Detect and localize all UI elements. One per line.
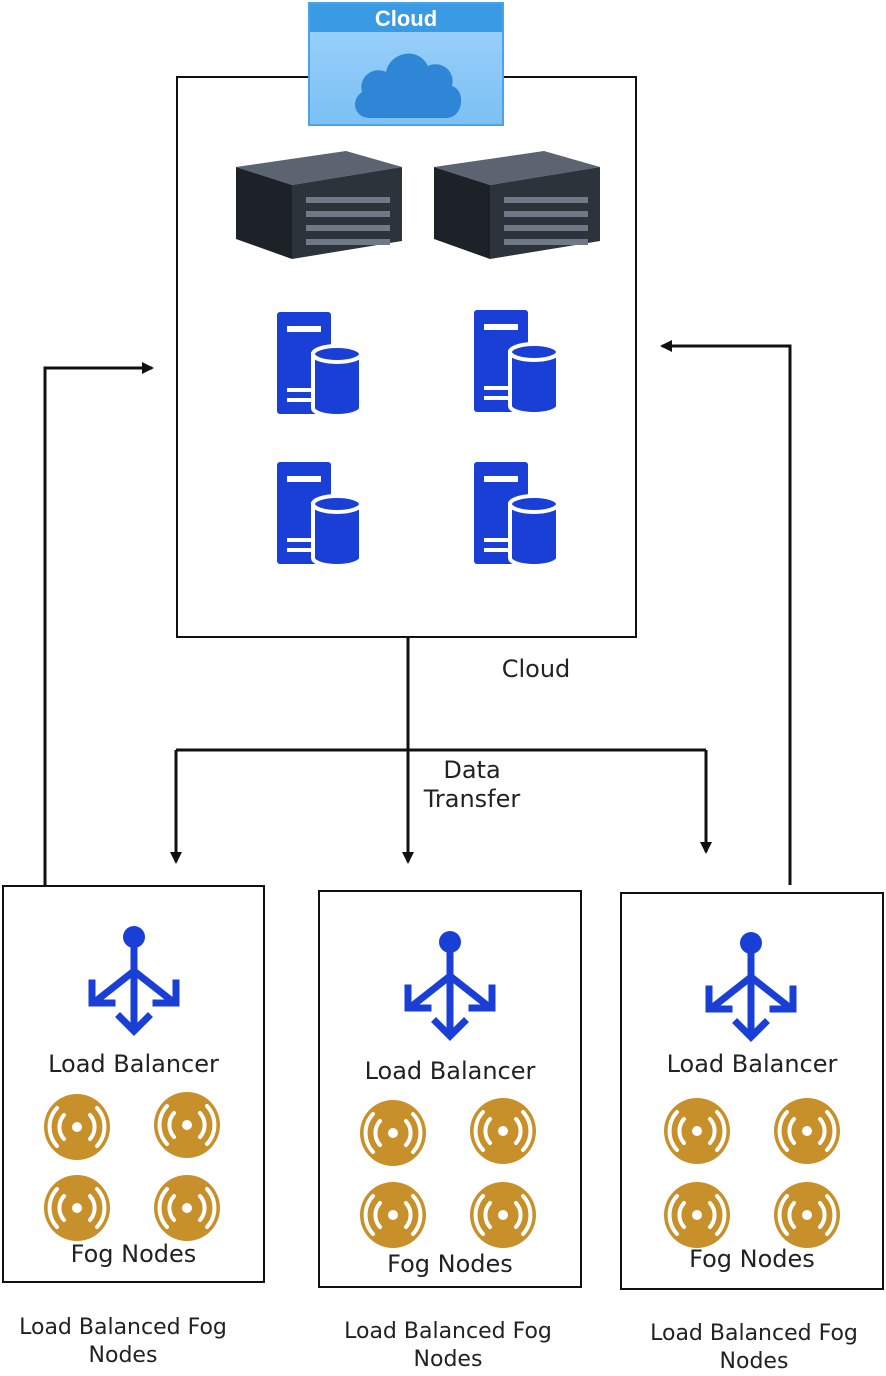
cluster-caption: Load Balanced Fog Nodes bbox=[344, 1319, 552, 1372]
fog-node-icon bbox=[360, 1182, 426, 1248]
load-balancer-icon bbox=[404, 931, 496, 1041]
cloud-badge-bar bbox=[310, 4, 502, 32]
fog-node-icon bbox=[154, 1175, 220, 1241]
cloud-label: Cloud bbox=[501, 655, 571, 683]
load-balancer-label: Load Balancer bbox=[666, 1050, 838, 1078]
fog-node-icon bbox=[664, 1098, 730, 1164]
cloud-badge-title: Cloud bbox=[374, 6, 438, 31]
rack-server-icon bbox=[434, 151, 600, 259]
load-balancer-label: Load Balancer bbox=[364, 1057, 536, 1085]
fog-node-icon bbox=[154, 1092, 220, 1158]
database-server-icon bbox=[277, 312, 363, 418]
load-balancer-icon bbox=[705, 932, 797, 1042]
cluster-caption: Load Balanced Fog Nodes bbox=[650, 1321, 858, 1374]
cloud-badge: Cloud bbox=[308, 2, 504, 126]
fog-node-icon bbox=[774, 1182, 840, 1248]
fog-node-icon bbox=[774, 1098, 840, 1164]
fog-node-icon bbox=[44, 1175, 110, 1241]
database-server-icon bbox=[474, 462, 560, 568]
rack-server-icon bbox=[236, 151, 402, 259]
database-server-icon bbox=[474, 310, 560, 416]
fog-node-icon bbox=[470, 1098, 536, 1164]
cluster-caption: Load Balanced Fog Nodes bbox=[19, 1315, 227, 1368]
fog-node-icon bbox=[360, 1100, 426, 1166]
fog-node-icon bbox=[664, 1182, 730, 1248]
data-transfer-label: Data Transfer bbox=[423, 756, 521, 813]
fog-nodes-label: Fog Nodes bbox=[70, 1240, 197, 1268]
fog-node-icon bbox=[44, 1094, 110, 1160]
fog-node-icon bbox=[470, 1182, 536, 1248]
load-balancer-icon bbox=[88, 926, 180, 1036]
fog-nodes-label: Fog Nodes bbox=[689, 1245, 815, 1273]
load-balancer-label: Load Balancer bbox=[48, 1050, 219, 1078]
feedback-right-line bbox=[660, 340, 792, 885]
feedback-left-line bbox=[43, 362, 154, 885]
database-server-icon bbox=[277, 462, 363, 568]
cloud-icon bbox=[355, 53, 462, 118]
fog-nodes-label: Fog Nodes bbox=[387, 1250, 513, 1278]
